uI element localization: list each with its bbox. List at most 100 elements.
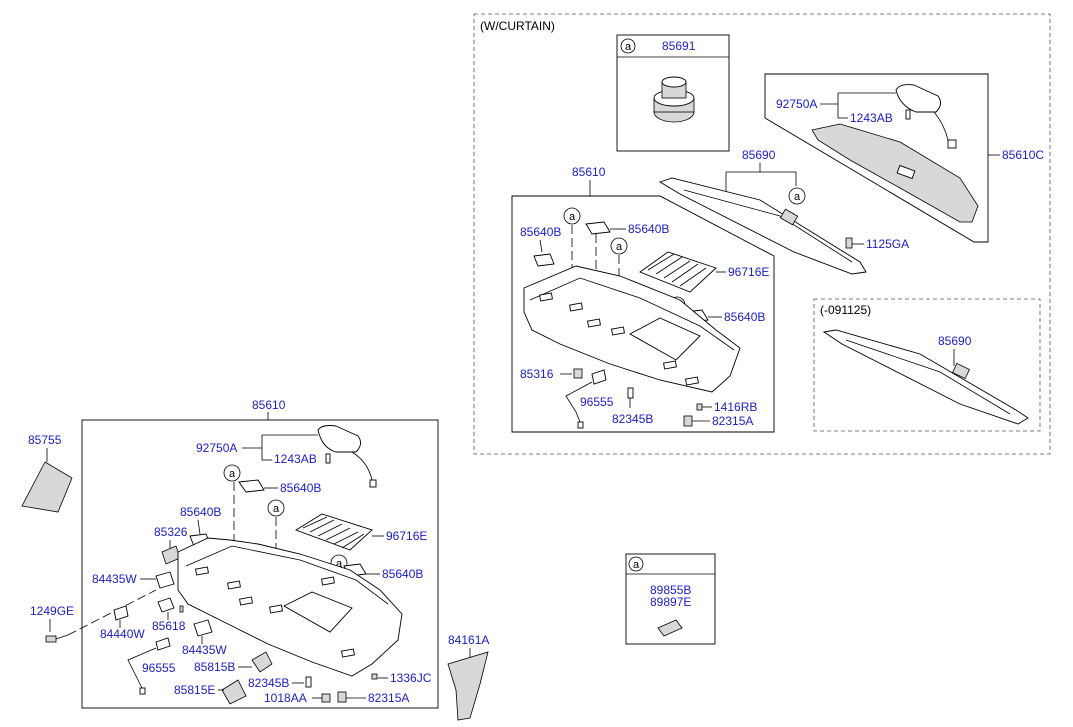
label-1416RB[interactable]: 1416RB xyxy=(714,400,757,414)
callout-a-2: a xyxy=(267,499,285,517)
side-trim-85755 xyxy=(21,461,73,513)
package-tray-85610C xyxy=(811,123,979,223)
bracket-85815E xyxy=(221,679,247,705)
nut-82315A-right xyxy=(683,415,693,427)
pad-85640B-r2 xyxy=(533,253,555,267)
bracket-85815B xyxy=(251,651,273,673)
label-82315A-left[interactable]: 82315A xyxy=(368,691,409,705)
label-85691[interactable]: 85691 xyxy=(662,39,696,53)
detail-a-callout: a xyxy=(633,559,640,571)
curtain-group-header: (W/CURTAIN) xyxy=(480,19,555,33)
label-85690-top[interactable]: 85690 xyxy=(742,148,776,162)
callout-a-text: a xyxy=(616,241,623,253)
nut-82315A xyxy=(337,691,347,703)
screw-1018AA xyxy=(321,693,331,703)
label-1336JC[interactable]: 1336JC xyxy=(390,671,432,685)
frame-85610-inner xyxy=(511,195,775,433)
callout-a-text: a xyxy=(229,468,236,480)
callout-a-text: a xyxy=(336,558,343,570)
label-85815E[interactable]: 85815E xyxy=(174,683,215,697)
clip-85326 xyxy=(161,545,181,565)
label-85815B[interactable]: 85815B xyxy=(194,660,235,674)
label-85610-left[interactable]: 85610 xyxy=(252,398,286,412)
label-82345B-right[interactable]: 82345B xyxy=(612,412,653,426)
clip-82345B xyxy=(305,676,312,688)
left-assembly-group: 85610 85755 92750A 1243AB a a a xyxy=(21,398,489,721)
label-84435W-left-1[interactable]: 84435W xyxy=(92,572,137,586)
callout-a-text: a xyxy=(569,211,576,223)
label-96716E-right[interactable]: 96716E xyxy=(728,265,769,279)
label-1018AA[interactable]: 1018AA xyxy=(264,691,307,705)
bracket-85618 xyxy=(157,597,175,613)
label-85640B-left-1[interactable]: 85640B xyxy=(280,481,321,495)
label-85640B-left-3[interactable]: 85640B xyxy=(382,567,423,581)
stop-lamp-92750A-right xyxy=(895,84,941,113)
pad-85640B-r1 xyxy=(585,221,611,235)
callout-a-1: a xyxy=(223,464,241,482)
label-96555-right[interactable]: 96555 xyxy=(580,395,614,409)
screw-1243AB xyxy=(325,453,331,464)
speaker-grille-96716E-right xyxy=(639,251,717,293)
label-85610-right[interactable]: 85610 xyxy=(572,165,606,179)
label-85316[interactable]: 85316 xyxy=(520,367,554,381)
label-84440W[interactable]: 84440W xyxy=(100,627,145,641)
label-89897E[interactable]: 89897E xyxy=(650,595,691,609)
clip-82345B-right xyxy=(627,387,634,399)
label-85640B-right-3[interactable]: 85640B xyxy=(724,310,765,324)
label-85640B-left-2[interactable]: 85640B xyxy=(180,505,221,519)
label-1243AB-left[interactable]: 1243AB xyxy=(274,452,317,466)
curtain-group-frame xyxy=(473,13,1051,455)
clip-84440W xyxy=(113,605,129,621)
sunshade-85690 xyxy=(658,177,867,275)
callout-a-text: a xyxy=(273,503,280,515)
label-82315A-right[interactable]: 82315A xyxy=(712,414,753,428)
bolt-1249GE xyxy=(45,635,57,643)
label-85755[interactable]: 85755 xyxy=(28,433,62,447)
label-85326[interactable]: 85326 xyxy=(154,525,188,539)
label-96716E-left[interactable]: 96716E xyxy=(386,529,427,543)
label-92750A-left[interactable]: 92750A xyxy=(196,441,237,455)
detail-a-group: a 89855B 89897E xyxy=(625,553,716,645)
label-96555-left[interactable]: 96555 xyxy=(142,661,176,675)
label-92750A-right[interactable]: 92750A xyxy=(776,97,817,111)
label-85618[interactable]: 85618 xyxy=(152,619,186,633)
clip-1416RB xyxy=(696,403,703,411)
label-85640B-right-2[interactable]: 85640B xyxy=(520,225,561,239)
variant-091125-frame xyxy=(813,298,1041,432)
stop-lamp-92750A xyxy=(317,425,361,453)
pillar-trim-84161A xyxy=(447,651,489,721)
bracket-84435W-2 xyxy=(193,619,213,637)
sunshade-85690-variant xyxy=(822,329,1029,425)
label-1125GA[interactable]: 1125GA xyxy=(866,237,909,251)
label-1243AB-right[interactable]: 1243AB xyxy=(850,111,893,125)
connector-96555 xyxy=(155,637,171,651)
tray-speaker-opening xyxy=(283,591,353,633)
bracket-84435W-1 xyxy=(155,571,175,589)
label-85610C[interactable]: 85610C xyxy=(1002,148,1044,162)
curtain-group: (W/CURTAIN) a 85691 92750A 1243AB 85610C xyxy=(473,13,1051,455)
lamp-connector xyxy=(369,479,377,488)
package-tray-85610-right xyxy=(523,265,741,393)
label-85640B-right-1[interactable]: 85640B xyxy=(628,222,669,236)
frame-85610C xyxy=(764,73,989,243)
pad-89855B xyxy=(657,619,683,637)
left-assembly-frame xyxy=(81,419,439,709)
label-89855B[interactable]: 89855B xyxy=(650,583,691,597)
detail-85691-callout: a xyxy=(625,41,632,53)
clip-1336JC xyxy=(371,673,378,680)
gear-85691 xyxy=(653,76,695,123)
variant-091125-header: (-091125) xyxy=(820,303,871,317)
connector-96555-right xyxy=(591,369,607,385)
label-84435W-left-2[interactable]: 84435W xyxy=(182,643,227,657)
label-85690-variant[interactable]: 85690 xyxy=(938,334,972,348)
screw-1125GA xyxy=(845,237,853,249)
pad-85640B-top xyxy=(238,479,265,493)
label-1249GE[interactable]: 1249GE xyxy=(30,604,74,618)
label-82345B-left[interactable]: 82345B xyxy=(248,676,289,690)
speaker-grille-96716E xyxy=(294,513,373,551)
detail-a-box xyxy=(625,553,716,645)
callout-a-text: a xyxy=(794,191,801,203)
label-84161A[interactable]: 84161A xyxy=(448,633,489,647)
clip-85316 xyxy=(573,368,583,379)
